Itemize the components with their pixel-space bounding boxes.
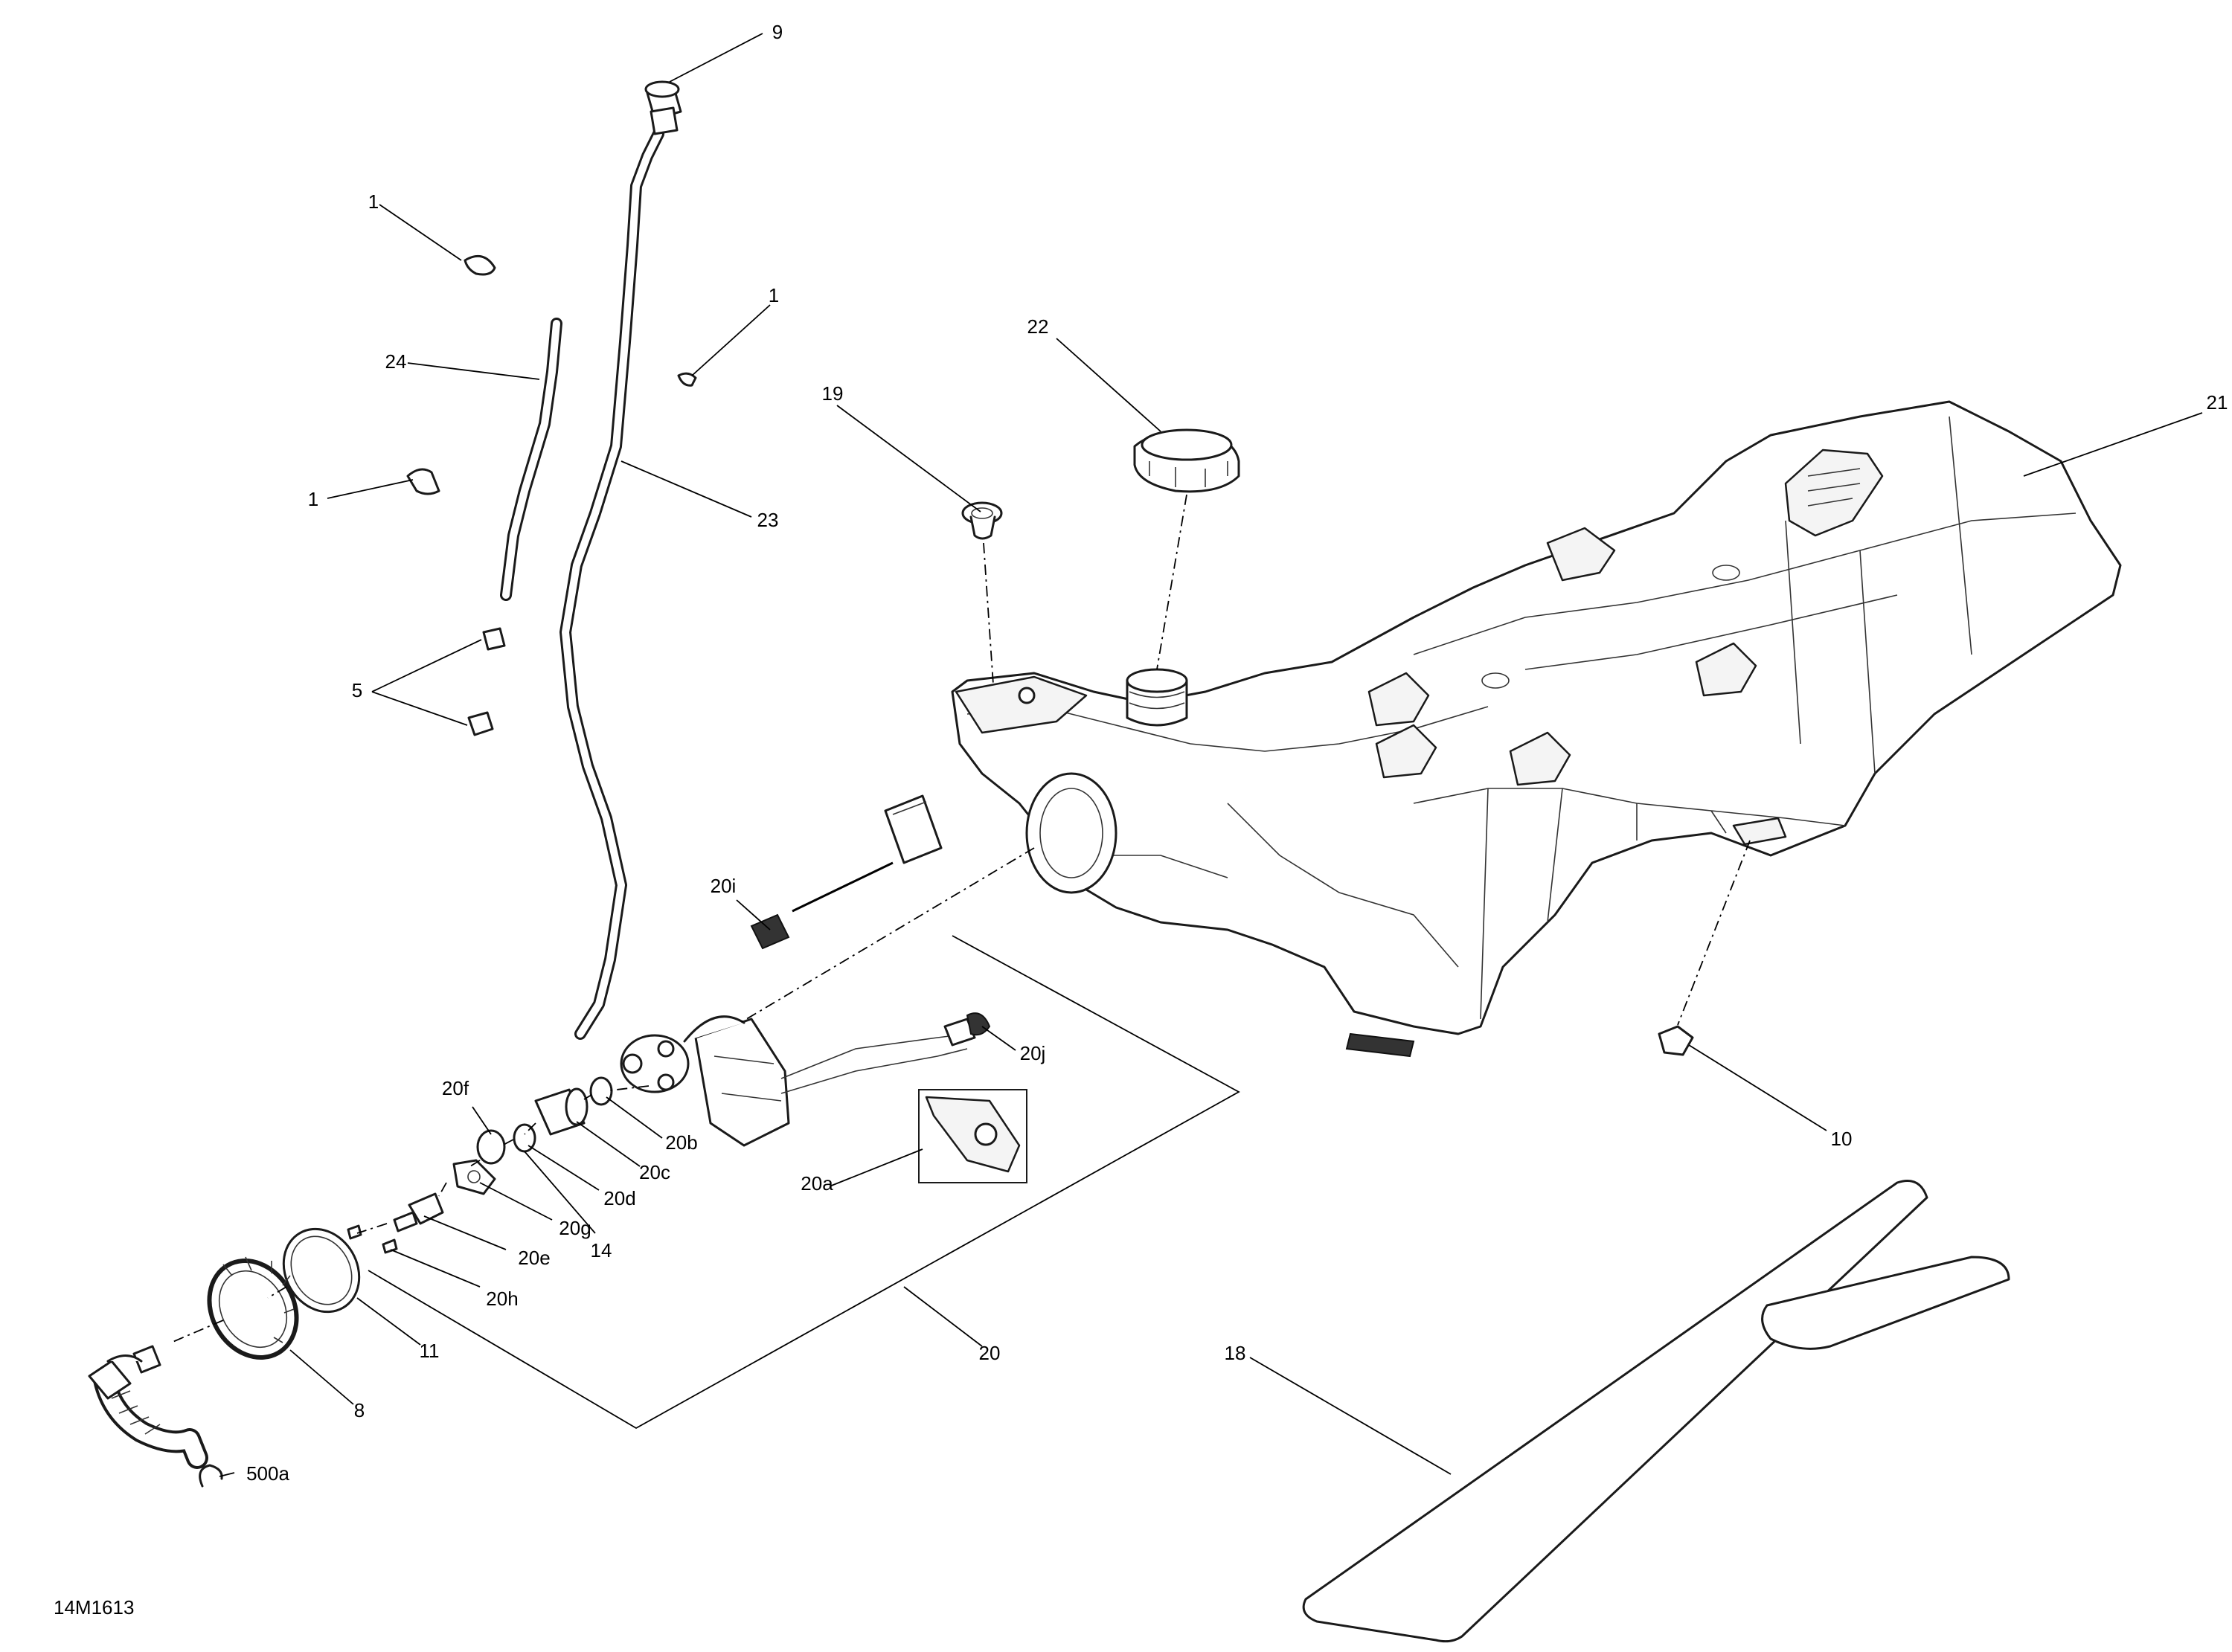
tank-mount-10[interactable] bbox=[1658, 1025, 1694, 1056]
callout-24: 24 bbox=[385, 350, 407, 373]
check-valve-20e[interactable] bbox=[393, 1192, 444, 1232]
clip-5-bottom[interactable] bbox=[467, 711, 494, 736]
callout-23: 23 bbox=[757, 509, 779, 531]
clamp-1-middle[interactable] bbox=[677, 372, 697, 387]
callout-19: 19 bbox=[822, 382, 844, 405]
o-ring-20f[interactable] bbox=[476, 1129, 506, 1165]
tank-protector-pad[interactable] bbox=[1302, 1180, 2010, 1643]
vent-hose[interactable] bbox=[559, 128, 664, 1040]
group-20-bracket bbox=[368, 935, 1240, 1430]
o-ring-20b[interactable] bbox=[589, 1076, 613, 1106]
callout-20g: 20g bbox=[559, 1217, 591, 1239]
callout-8: 8 bbox=[354, 1399, 365, 1421]
callout-20b: 20b bbox=[665, 1131, 697, 1154]
callout-20f: 20f bbox=[442, 1077, 469, 1099]
drain-hose[interactable] bbox=[500, 318, 562, 601]
callout-20c: 20c bbox=[639, 1161, 670, 1183]
screw-20h-b[interactable] bbox=[382, 1238, 398, 1254]
fuel-level-sensor[interactable] bbox=[750, 794, 943, 950]
callout-20j: 20j bbox=[1020, 1042, 1046, 1064]
callout-21: 21 bbox=[2207, 391, 2228, 414]
callout-20d: 20d bbox=[603, 1187, 635, 1209]
callout-10: 10 bbox=[1831, 1128, 1853, 1150]
clamp-1-bottom[interactable] bbox=[406, 468, 440, 495]
fuel-supply-hose[interactable] bbox=[88, 1345, 208, 1469]
hose-clip[interactable] bbox=[199, 1464, 223, 1488]
screw-20h-a[interactable] bbox=[347, 1224, 362, 1240]
callout-20h: 20h bbox=[486, 1288, 518, 1310]
callout-20a: 20a bbox=[801, 1172, 833, 1195]
clamp-1-top[interactable] bbox=[464, 254, 496, 276]
locking-ring[interactable] bbox=[192, 1245, 313, 1374]
callout-1-bottom: 1 bbox=[308, 488, 318, 510]
callout-20e: 20e bbox=[518, 1247, 550, 1269]
drawing-number: 14M1613 bbox=[54, 1596, 134, 1619]
fuel-pump-assembly[interactable] bbox=[620, 1012, 991, 1147]
callout-14: 14 bbox=[591, 1239, 612, 1262]
sensor-float bbox=[884, 794, 943, 864]
callout-22: 22 bbox=[1027, 315, 1049, 338]
callout-20i: 20i bbox=[711, 875, 737, 897]
detail-inset-20a bbox=[918, 1089, 1027, 1183]
callout-11: 11 bbox=[420, 1340, 440, 1362]
vent-check-valve[interactable] bbox=[644, 80, 682, 135]
tank-label bbox=[1345, 1032, 1415, 1058]
grommet[interactable] bbox=[961, 501, 1003, 540]
filler-neck bbox=[1126, 679, 1188, 727]
callout-9: 9 bbox=[772, 21, 783, 43]
pressure-regulator-20g[interactable] bbox=[452, 1159, 496, 1195]
callout-1-top: 1 bbox=[368, 190, 379, 213]
callout-18: 18 bbox=[1225, 1342, 1246, 1364]
callout-20: 20 bbox=[979, 1342, 1001, 1364]
callout-500a: 500a bbox=[246, 1462, 289, 1485]
tank-pump-opening bbox=[1025, 772, 1117, 894]
clip-5-top[interactable] bbox=[482, 627, 506, 651]
callout-1-middle: 1 bbox=[769, 284, 779, 306]
pump-strainer-spring bbox=[966, 1012, 991, 1036]
fuel-tank[interactable] bbox=[951, 400, 2122, 1058]
callout-5: 5 bbox=[352, 679, 362, 701]
fuel-filter-20c[interactable] bbox=[534, 1087, 589, 1136]
filler-cap[interactable] bbox=[1133, 428, 1240, 493]
